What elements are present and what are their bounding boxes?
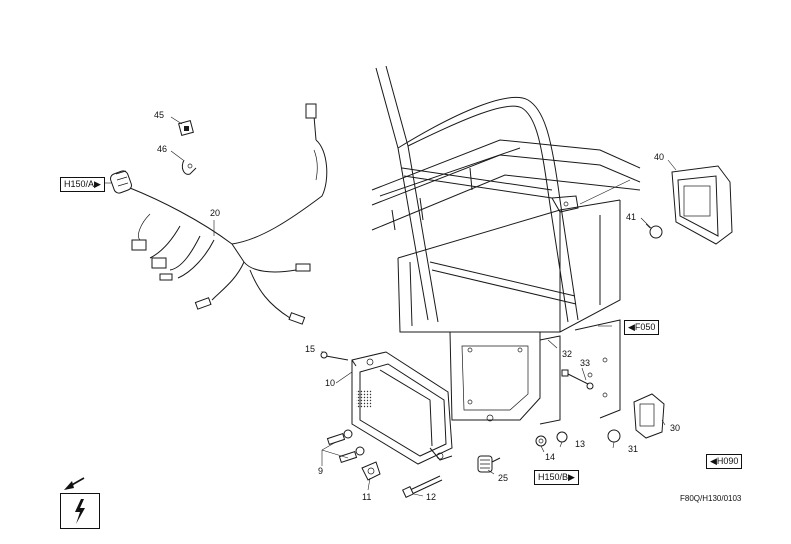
side-lamp-30 [607,393,665,443]
callout-46: 46 [157,144,167,154]
callout-15: 15 [305,344,315,354]
lightning-bolt-icon [75,499,85,524]
callout-numbers: 45 46 20 40 41 15 10 32 33 30 13 14 31 9… [154,110,680,502]
clip-parts [178,120,197,175]
arrow-down-left-icon [64,477,85,490]
ref-f050: ◀F050 [624,320,660,335]
callout-40: 40 [654,152,664,162]
callout-33: 33 [580,358,590,368]
fasteners [320,351,594,498]
callout-41: 41 [626,212,636,222]
callout-10: 10 [325,378,335,388]
callout-12: 12 [426,492,436,502]
callout-9: 9 [318,466,323,476]
callout-11: 11 [362,492,371,502]
leader-lines [104,116,677,497]
callout-25: 25 [498,473,508,483]
rear-lamp-40 [645,165,733,245]
callout-30: 30 [670,423,680,433]
callout-14: 14 [545,452,555,462]
rops-frame [371,65,641,425]
wiring-harness [110,103,328,325]
ref-h090: ◀H090 [706,454,743,469]
electrical-symbol-box [60,493,100,529]
callout-32: 32 [562,349,572,359]
callout-31: 31 [628,444,638,454]
drawing-code: F80Q/H130/0103 [680,494,742,503]
callout-13: 13 [575,439,585,449]
callout-20: 20 [210,208,220,218]
ref-h150a: H150/A▶ [60,177,105,192]
callout-45: 45 [154,110,164,120]
work-lamp-10 [351,351,453,465]
ref-h150b: H150/B▶ [534,470,579,485]
